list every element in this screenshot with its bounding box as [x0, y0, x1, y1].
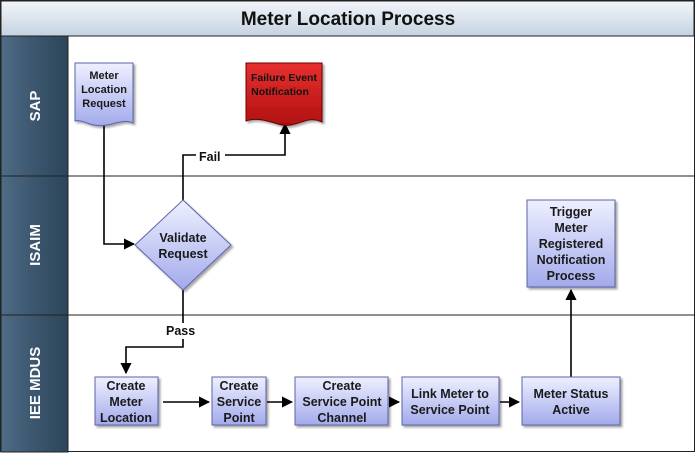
node-text: Validate [159, 231, 206, 245]
node-text: Registered [539, 237, 604, 251]
edge-label-fail: Fail [199, 150, 221, 164]
node-text: Meter [554, 221, 587, 235]
node-text: Create [107, 379, 146, 393]
node-text: Process [547, 269, 596, 283]
lane-label-sap: SAP [27, 91, 44, 122]
node-failure-event-notification [245, 62, 323, 126]
node-trigger-notification [526, 199, 616, 288]
edge-label-pass: Pass [166, 324, 195, 338]
node-text: Create [220, 379, 259, 393]
node-text: Meter [89, 70, 119, 82]
lane-header-isaim: ISAIM [0, 175, 69, 316]
lane-header-sap: SAP [0, 35, 69, 177]
connectors [103, 122, 577, 408]
lane-header-iee-mdus: IEE MDUS [0, 314, 69, 453]
edge-validate-to-failure [182, 122, 291, 200]
node-text: Link Meter to [411, 387, 489, 401]
node-text: Notification [251, 86, 309, 98]
node-create-service-point [211, 376, 267, 426]
node-text: Active [552, 403, 590, 417]
edge-request-to-validate [103, 124, 136, 250]
title-bar [0, 0, 695, 37]
node-meter-status-active [521, 376, 621, 426]
diagram-title: Meter Location Process [241, 9, 455, 30]
node-text: Service Point [302, 395, 382, 409]
node-text: Meter [109, 395, 142, 409]
node-validate-request [134, 199, 232, 291]
lane-label-iee-mdus: IEE MDUS [27, 347, 44, 420]
node-text: Service Point [410, 403, 490, 417]
node-create-service-point-channel [294, 376, 389, 426]
node-create-meter-location [94, 376, 159, 426]
node-text: Meter Status [533, 387, 608, 401]
node-text: Trigger [550, 205, 593, 219]
node-text: Service [217, 395, 262, 409]
node-text: Create [323, 379, 362, 393]
node-text: Request [82, 98, 126, 110]
lane-label-isaim: ISAIM [27, 224, 44, 266]
node-text: Channel [317, 411, 366, 425]
node-text: Request [158, 247, 208, 261]
node-text: Failure Event [251, 72, 317, 84]
node-meter-location-request [74, 62, 134, 127]
node-text: Notification [537, 253, 606, 267]
node-text: Location [100, 411, 152, 425]
node-text: Point [223, 411, 255, 425]
node-text: Location [81, 84, 127, 96]
node-link-meter [401, 376, 500, 426]
edge-validate-to-create-meter [120, 290, 184, 375]
